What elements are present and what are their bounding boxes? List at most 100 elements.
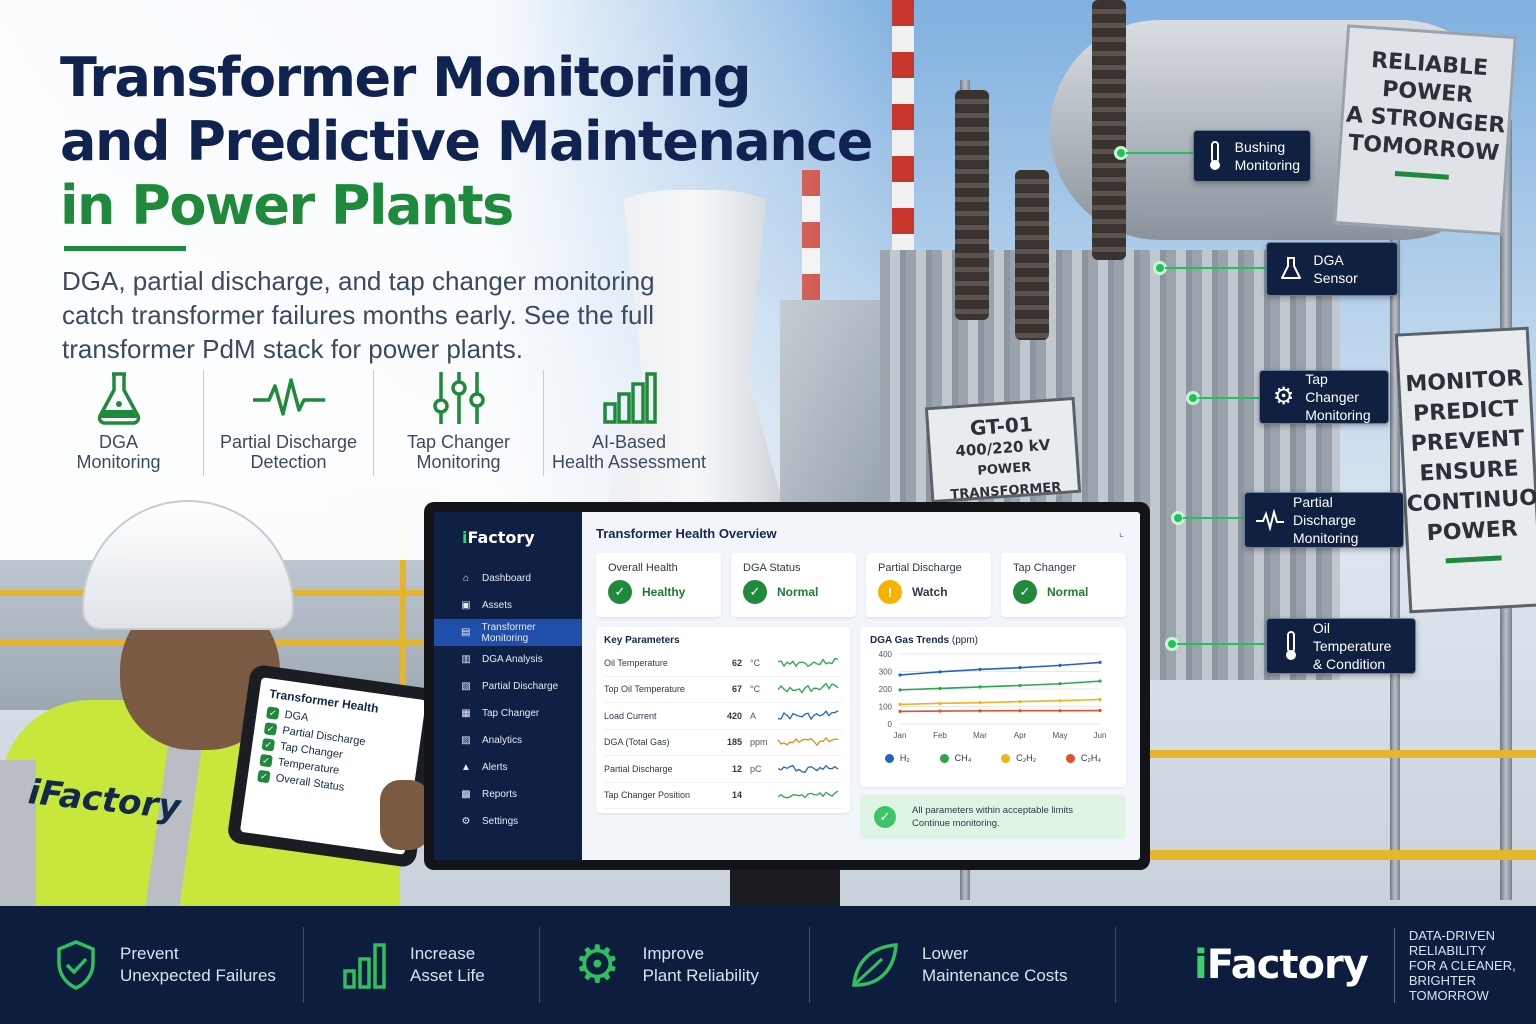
- thermometer-icon: [1285, 631, 1296, 660]
- x-tick-label: May: [1052, 731, 1067, 740]
- check-icon: ✓: [261, 738, 276, 752]
- data-point: [1018, 683, 1022, 688]
- data-point: [978, 685, 982, 689]
- bar-chart-icon: [603, 372, 657, 424]
- legend-swatch: [1065, 753, 1075, 763]
- sparkline: [778, 682, 839, 694]
- main-title: Transformer Health Overview: [596, 526, 777, 541]
- data-point: [898, 702, 902, 706]
- chart-title: DGA Gas Trends (ppm): [870, 635, 979, 646]
- expand-icon[interactable]: ⌞: [1118, 527, 1124, 539]
- status-card-partial-discharge[interactable]: Partial Discharge!Watch: [866, 553, 991, 617]
- flask-icon: [1281, 257, 1302, 279]
- data-point: [938, 709, 942, 713]
- legend-item: C₂H₄: [1065, 753, 1101, 763]
- y-tick-label: 200: [879, 685, 893, 694]
- data-point: [978, 709, 982, 713]
- data-point: [938, 686, 942, 691]
- app-brand: iFactory: [462, 528, 535, 547]
- parameter-name: Tap Changer Position: [604, 790, 691, 801]
- sidebar-item-alerts[interactable]: ▲Alerts: [434, 754, 582, 781]
- parameter-name: Partial Discharge: [604, 763, 673, 774]
- parameter-value: 62: [731, 657, 742, 668]
- legend-item: CH₄: [939, 753, 971, 763]
- sidebar-item-partial-discharge[interactable]: ▧Partial Discharge: [434, 673, 582, 700]
- sidebar-item-tap-changer[interactable]: ▦Tap Changer: [434, 700, 582, 727]
- data-point: [978, 701, 982, 705]
- sidebar-item-transformer-monitoring[interactable]: ▤Transformer Monitoring: [434, 619, 582, 646]
- status-card-dga-status[interactable]: DGA Status✓Normal: [731, 553, 856, 617]
- data-point: [1018, 709, 1022, 713]
- transformer-icon: ▤: [461, 627, 471, 638]
- check-icon: ✓: [874, 806, 896, 828]
- data-point: [1058, 682, 1062, 686]
- parameter-name: Load Current: [604, 710, 657, 721]
- title-line-3: in Power Plants: [60, 174, 514, 237]
- analytics-icon: ▨: [461, 735, 471, 746]
- leaf-icon: [852, 943, 898, 987]
- y-tick-label: 100: [879, 703, 893, 712]
- sidebar: iFactory ⌂Dashboard▣Assets▤Transformer M…: [434, 512, 582, 860]
- assets-icon: ▣: [461, 600, 471, 611]
- params-title: Key Parameters: [604, 635, 680, 646]
- gear-icon: ⚙: [461, 816, 471, 827]
- parameter-unit: °C: [750, 684, 761, 695]
- sidebar-item-assets[interactable]: ▣Assets: [434, 592, 582, 619]
- sparkline: [778, 709, 839, 720]
- data-point: [1098, 708, 1102, 713]
- status-card-tap-changer[interactable]: Tap Changer✓Normal: [1001, 553, 1126, 617]
- home-icon: ⌂: [462, 573, 470, 584]
- bushing: [955, 90, 989, 320]
- feature-dga: DGA Monitoring: [34, 370, 204, 476]
- dga-icon: ▥: [461, 654, 471, 665]
- check-icon: ✓: [265, 706, 280, 720]
- callout-dga-sensor: DGA Sensor: [1266, 242, 1398, 296]
- sidebar-nav: ⌂Dashboard▣Assets▤Transformer Monitoring…: [434, 565, 582, 835]
- waveform-icon: [1256, 509, 1284, 531]
- discharge-icon: ▧: [461, 681, 471, 692]
- nameplate-sign: GT-01 400/220 kV POWER TRANSFORMER: [924, 396, 1082, 504]
- data-point: [1018, 700, 1022, 704]
- series-line: [899, 680, 1101, 691]
- sidebar-item-analytics[interactable]: ▨Analytics: [434, 727, 582, 754]
- sidebar-item-reports[interactable]: ▩Reports: [434, 781, 582, 808]
- bushing: [1092, 0, 1126, 260]
- sidebar-item-dga-analysis[interactable]: ▥DGA Analysis: [434, 646, 582, 673]
- flask-icon: [97, 372, 140, 425]
- data-point: [1098, 697, 1102, 702]
- y-tick-label: 400: [879, 650, 893, 659]
- data-point: [978, 667, 982, 671]
- subtitle: DGA, partial discharge, and tap changer …: [62, 266, 655, 364]
- data-point: [1058, 663, 1062, 667]
- alert-icon: ▲: [461, 762, 471, 773]
- legend-swatch: [939, 753, 949, 763]
- status-card-overall-health[interactable]: Overall Health✓Healthy: [596, 553, 721, 617]
- title-line-1: Transformer Monitoring: [60, 46, 752, 109]
- y-tick-label: 0: [888, 720, 893, 729]
- sidebar-item-dashboard[interactable]: ⌂Dashboard: [434, 565, 582, 592]
- x-tick-label: Apr: [1014, 731, 1027, 740]
- bushing: [1015, 170, 1049, 340]
- sparkline: [778, 737, 839, 747]
- data-point: [938, 670, 942, 674]
- feature-ai-health: AI-Based Health Assessment: [544, 370, 714, 476]
- monitor: iFactory ⌂Dashboard▣Assets▤Transformer M…: [424, 502, 1150, 870]
- x-tick-label: Jan: [894, 731, 907, 740]
- sidebar-item-settings[interactable]: ⚙Settings: [434, 808, 582, 835]
- parameter-value: 420: [726, 710, 742, 721]
- thermometer-icon: [1210, 141, 1221, 170]
